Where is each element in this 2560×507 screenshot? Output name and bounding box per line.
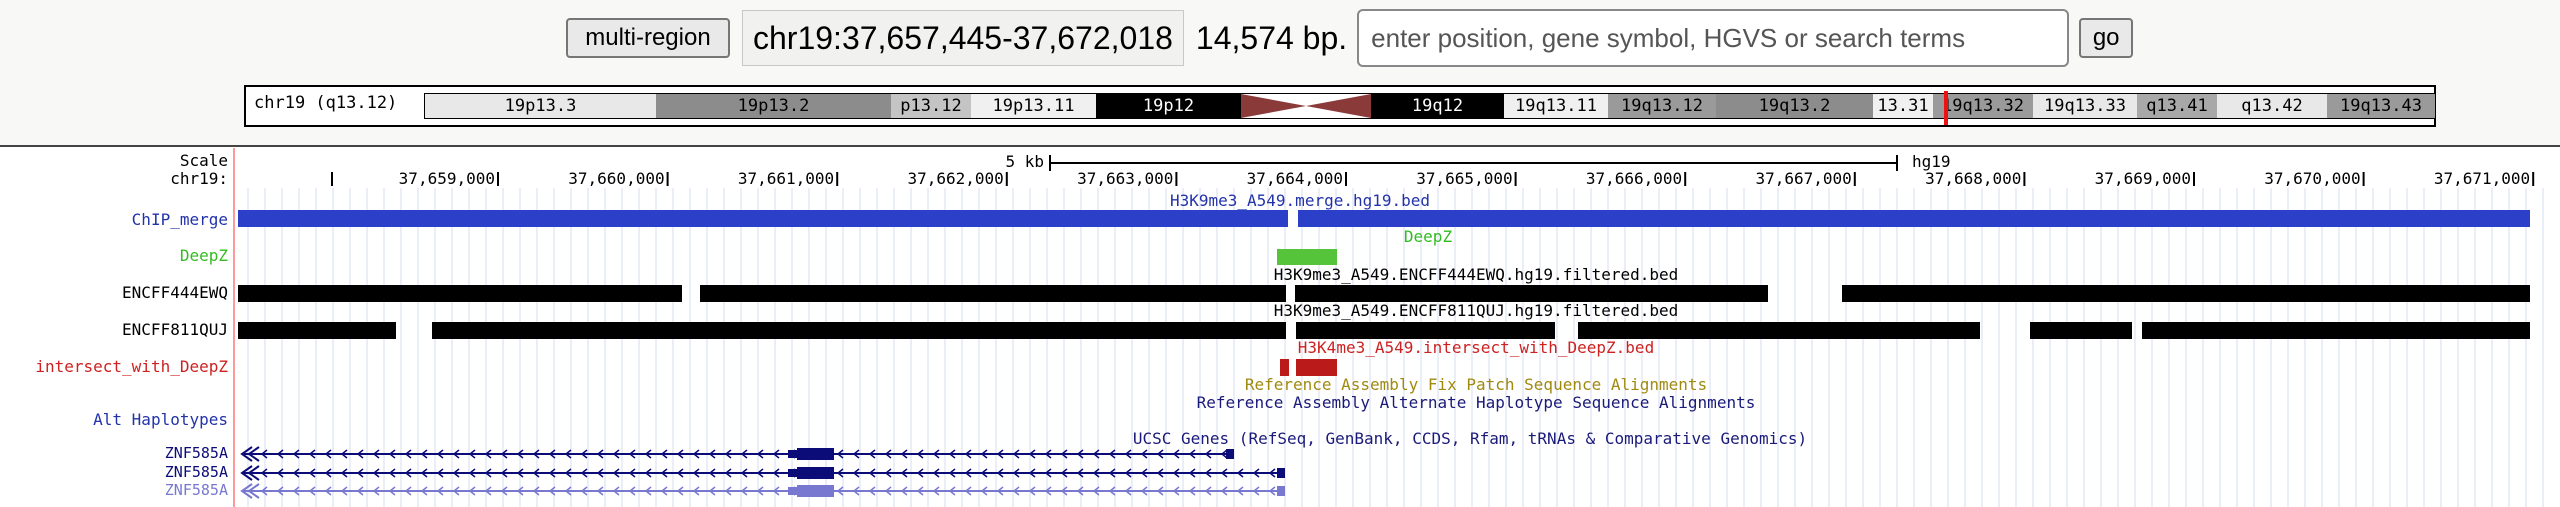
ideogram-band[interactable]: q13.42	[2217, 94, 2327, 118]
ruler-tick-label: 37,669,000	[2095, 169, 2191, 188]
track-title-fix-patch: Reference Assembly Fix Patch Sequence Al…	[1245, 375, 1707, 394]
position-display[interactable]: chr19:37,657,445-37,672,018	[742, 10, 1184, 66]
gene-models	[240, 446, 1285, 499]
track-label-deepz[interactable]: DeepZ	[180, 246, 229, 265]
feature-block[interactable]	[1295, 285, 1768, 302]
ruler-tick-label: 37,668,000	[1925, 169, 2021, 188]
ideogram-band[interactable]: 19q13.2	[1716, 94, 1873, 118]
multi-region-button[interactable]: multi-region	[566, 18, 730, 58]
ruler-tick-label: 37,670,000	[2264, 169, 2360, 188]
chrom-label: chr19:	[170, 169, 228, 188]
gene-label-znf585a[interactable]: ZNF585A	[165, 481, 228, 499]
ruler-tick-label: 37,660,000	[568, 169, 664, 188]
scale-label: Scale	[180, 151, 228, 170]
scale-bar-label: 5 kb	[1005, 152, 1044, 171]
feature-block[interactable]	[1280, 359, 1289, 376]
ruler-tick-label: 37,662,000	[907, 169, 1003, 188]
position-form: multi-region chr19:37,657,445-37,672,018…	[566, 6, 2134, 70]
ideogram-band[interactable]: 19q13.11	[1504, 94, 1608, 118]
feature-block[interactable]	[1298, 210, 2530, 227]
gene-label-znf585a[interactable]: ZNF585A	[165, 463, 228, 481]
track-title-alt-haplotypes: Reference Assembly Alternate Haplotype S…	[1197, 393, 1756, 412]
ideogram-band[interactable]: 19p13.3	[425, 94, 656, 118]
ruler-tick-label: 37,659,000	[399, 169, 495, 188]
feature-block[interactable]	[2142, 322, 2530, 339]
feature-block[interactable]	[238, 322, 396, 339]
track-features	[238, 210, 2530, 376]
ideogram-label: chr19 (q13.12)	[254, 93, 398, 113]
genome-browser-tracks[interactable]: Scale chr19: ChIP_merge DeepZ ENCFF444EW…	[0, 148, 2560, 507]
gene-model[interactable]	[240, 465, 1285, 481]
go-button[interactable]: go	[2079, 18, 2134, 58]
track-title-intersect-with-deepz: H3K4me3_A549.intersect_with_DeepZ.bed	[1298, 338, 1654, 357]
region-size: 14,574 bp.	[1195, 19, 1348, 56]
track-title-encff444ewq: H3K9me3_A549.ENCFF444EWQ.hg19.filtered.b…	[1274, 265, 1679, 284]
feature-block[interactable]	[432, 322, 1286, 339]
track-title-ucsc-genes: UCSC Genes (RefSeq, GenBank, CCDS, Rfam,…	[1133, 429, 1807, 448]
ideogram-band[interactable]: 19q13.12	[1608, 94, 1716, 118]
track-title-deepz: DeepZ	[1404, 227, 1453, 246]
feature-block[interactable]	[1578, 322, 1980, 339]
ideogram-band[interactable]: 19p12	[1096, 94, 1241, 118]
gene-model[interactable]	[240, 483, 1285, 499]
ideogram-band[interactable]: 19p13.2	[656, 94, 891, 118]
track-label-alt-haplotypes[interactable]: Alt Haplotypes	[93, 410, 228, 429]
navigation-bar: multi-region chr19:37,657,445-37,672,018…	[0, 0, 2560, 147]
track-label-encff811quj[interactable]: ENCFF811QUJ	[122, 320, 228, 339]
ideogram-band[interactable]: p13.12	[891, 94, 971, 118]
ruler-tick-label: 37,667,000	[1755, 169, 1851, 188]
track-title-encff811quj: H3K9me3_A549.ENCFF811QUJ.hg19.filtered.b…	[1274, 301, 1679, 320]
ruler-tick-label: 37,671,000	[2434, 169, 2530, 188]
ruler-tick-label: 37,665,000	[1416, 169, 1512, 188]
track-label-chip-merge[interactable]: ChIP_merge	[132, 210, 228, 229]
feature-block[interactable]	[1296, 322, 1555, 339]
search-input[interactable]	[1357, 9, 2070, 67]
track-image[interactable]: Scale chr19: ChIP_merge DeepZ ENCFF444EW…	[0, 148, 2560, 507]
ruler-tick-label: 37,666,000	[1586, 169, 1682, 188]
ruler-tick-label: 37,661,000	[738, 169, 834, 188]
gene-model[interactable]	[240, 446, 1234, 462]
feature-block[interactable]	[238, 210, 1288, 227]
feature-block[interactable]	[238, 285, 682, 302]
track-label-intersect-with-deepz[interactable]: intersect_with_DeepZ	[35, 357, 228, 376]
feature-block[interactable]	[700, 285, 1286, 302]
feature-block[interactable]	[1842, 285, 2530, 302]
ideogram-band[interactable]: 19q13.43	[2327, 94, 2435, 118]
ideogram-band[interactable]: 13.31	[1873, 94, 1933, 118]
ideogram-position-marker	[1944, 91, 1948, 125]
track-title-chip-merge: H3K9me3_A549.merge.hg19.bed	[1170, 191, 1430, 210]
ideogram-band[interactable]: 19q13.32	[1933, 94, 2033, 118]
centromere	[1241, 94, 1371, 118]
ruler-tick-label: 37,663,000	[1077, 169, 1173, 188]
ideogram-band[interactable]: 19q13.33	[2033, 94, 2137, 118]
feature-block[interactable]	[1296, 359, 1337, 376]
ideogram-band[interactable]: 19p13.11	[971, 94, 1096, 118]
ideogram-band[interactable]: q13.41	[2137, 94, 2217, 118]
track-label-encff444ewq[interactable]: ENCFF444EWQ	[122, 283, 228, 302]
base-position-ruler: 37,659,000 37,660,000 37,661,000 37,662,000…	[331, 169, 2535, 188]
gene-label-znf585a[interactable]: ZNF585A	[165, 444, 228, 462]
feature-block[interactable]	[2030, 322, 2132, 339]
feature-block[interactable]	[1277, 249, 1337, 265]
assembly-label: hg19	[1912, 152, 1951, 171]
ruler-tick-label: 37,664,000	[1247, 169, 1343, 188]
ideogram-band[interactable]: 19q12	[1371, 94, 1504, 118]
